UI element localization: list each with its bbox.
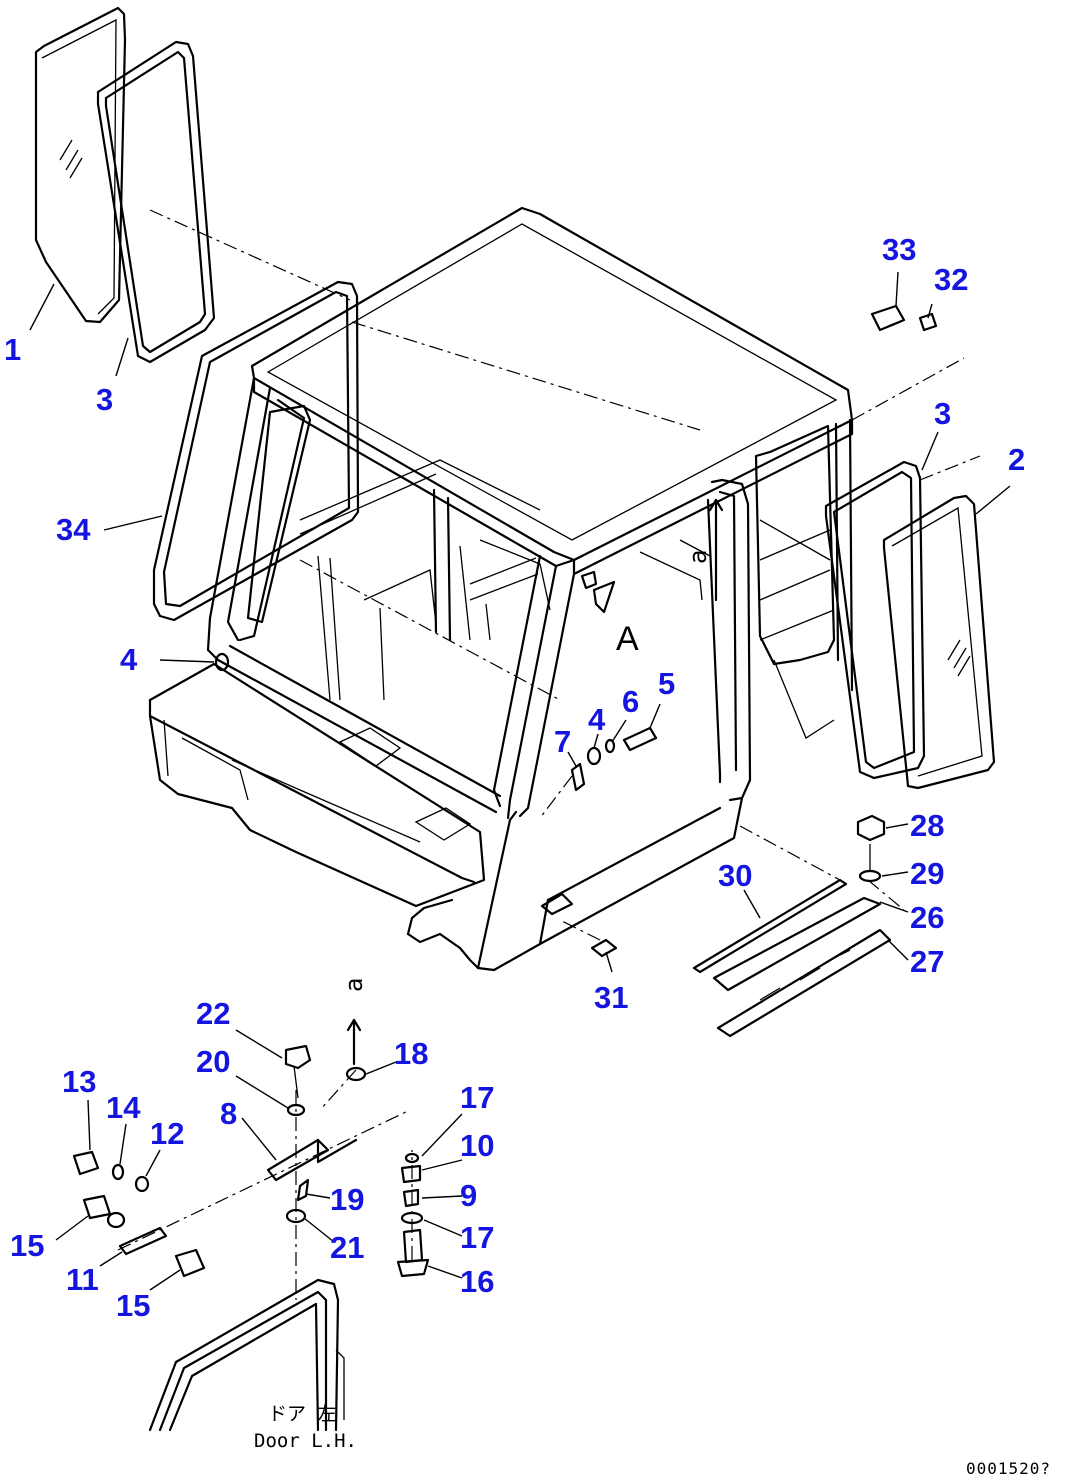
callout-4: 4 bbox=[120, 642, 138, 677]
connector-mark-a-bottom: a bbox=[340, 978, 368, 992]
leader-lines bbox=[29, 271, 1011, 1291]
callout-17: 17 bbox=[460, 1220, 494, 1255]
callout-27: 27 bbox=[910, 944, 944, 979]
callout-11: 11 bbox=[66, 1262, 99, 1297]
callout-3: 3 bbox=[934, 396, 951, 431]
callout-31: 31 bbox=[594, 980, 628, 1015]
callout-2: 2 bbox=[1008, 442, 1025, 477]
callout-12: 12 bbox=[150, 1116, 184, 1151]
seal-part-34 bbox=[152, 280, 360, 622]
callout-18: 18 bbox=[394, 1036, 428, 1071]
callout-19: 19 bbox=[330, 1182, 364, 1217]
callout-20: 20 bbox=[196, 1044, 230, 1079]
assembly-lines bbox=[117, 209, 981, 1300]
seal-part-3-left bbox=[96, 40, 216, 364]
cab-hardware bbox=[214, 304, 938, 1038]
callout-13: 13 bbox=[62, 1064, 96, 1099]
callout-22: 22 bbox=[196, 996, 230, 1031]
callout-4: 4 bbox=[588, 702, 606, 737]
callout-34: 34 bbox=[56, 512, 91, 547]
callout-29: 29 bbox=[910, 856, 944, 891]
callout-8: 8 bbox=[220, 1096, 237, 1131]
callout-30: 30 bbox=[718, 858, 752, 893]
callout-5: 5 bbox=[658, 666, 675, 701]
callout-6: 6 bbox=[622, 684, 639, 719]
callout-28: 28 bbox=[910, 808, 944, 843]
callout-14: 14 bbox=[106, 1090, 141, 1125]
callout-15: 15 bbox=[116, 1288, 150, 1323]
callout-1: 1 bbox=[4, 332, 21, 367]
figure-code: 0001520? bbox=[966, 1459, 1051, 1478]
callout-9: 9 bbox=[460, 1178, 477, 1213]
callout-16: 16 bbox=[460, 1264, 494, 1299]
callout-3: 3 bbox=[96, 382, 113, 417]
callout-21: 21 bbox=[330, 1230, 364, 1265]
callout-33: 33 bbox=[882, 232, 916, 267]
door-caption-english: Door L.H. bbox=[254, 1430, 357, 1452]
door-lh-frame bbox=[148, 1278, 345, 1432]
connector-mark-a-top: a bbox=[684, 550, 712, 564]
callout-17: 17 bbox=[460, 1080, 494, 1115]
callout-15: 15 bbox=[10, 1228, 44, 1263]
callout-26: 26 bbox=[910, 900, 944, 935]
callout-7: 7 bbox=[554, 724, 571, 759]
callout-numbers: 1 3 34 4 33 32 3 2 5 6 4 7 28 29 30 26 2… bbox=[4, 232, 1025, 1323]
door-caption-japanese: ドア 左 bbox=[268, 1403, 336, 1425]
view-a-label: A bbox=[616, 620, 639, 658]
cab-frame bbox=[148, 206, 854, 972]
glass-part-2 bbox=[882, 494, 996, 790]
glass-part-1 bbox=[34, 6, 127, 324]
callout-32: 32 bbox=[934, 262, 968, 297]
door-hinge-detail bbox=[72, 1044, 430, 1278]
seal-part-3-right bbox=[824, 460, 926, 780]
callout-10: 10 bbox=[460, 1128, 494, 1163]
